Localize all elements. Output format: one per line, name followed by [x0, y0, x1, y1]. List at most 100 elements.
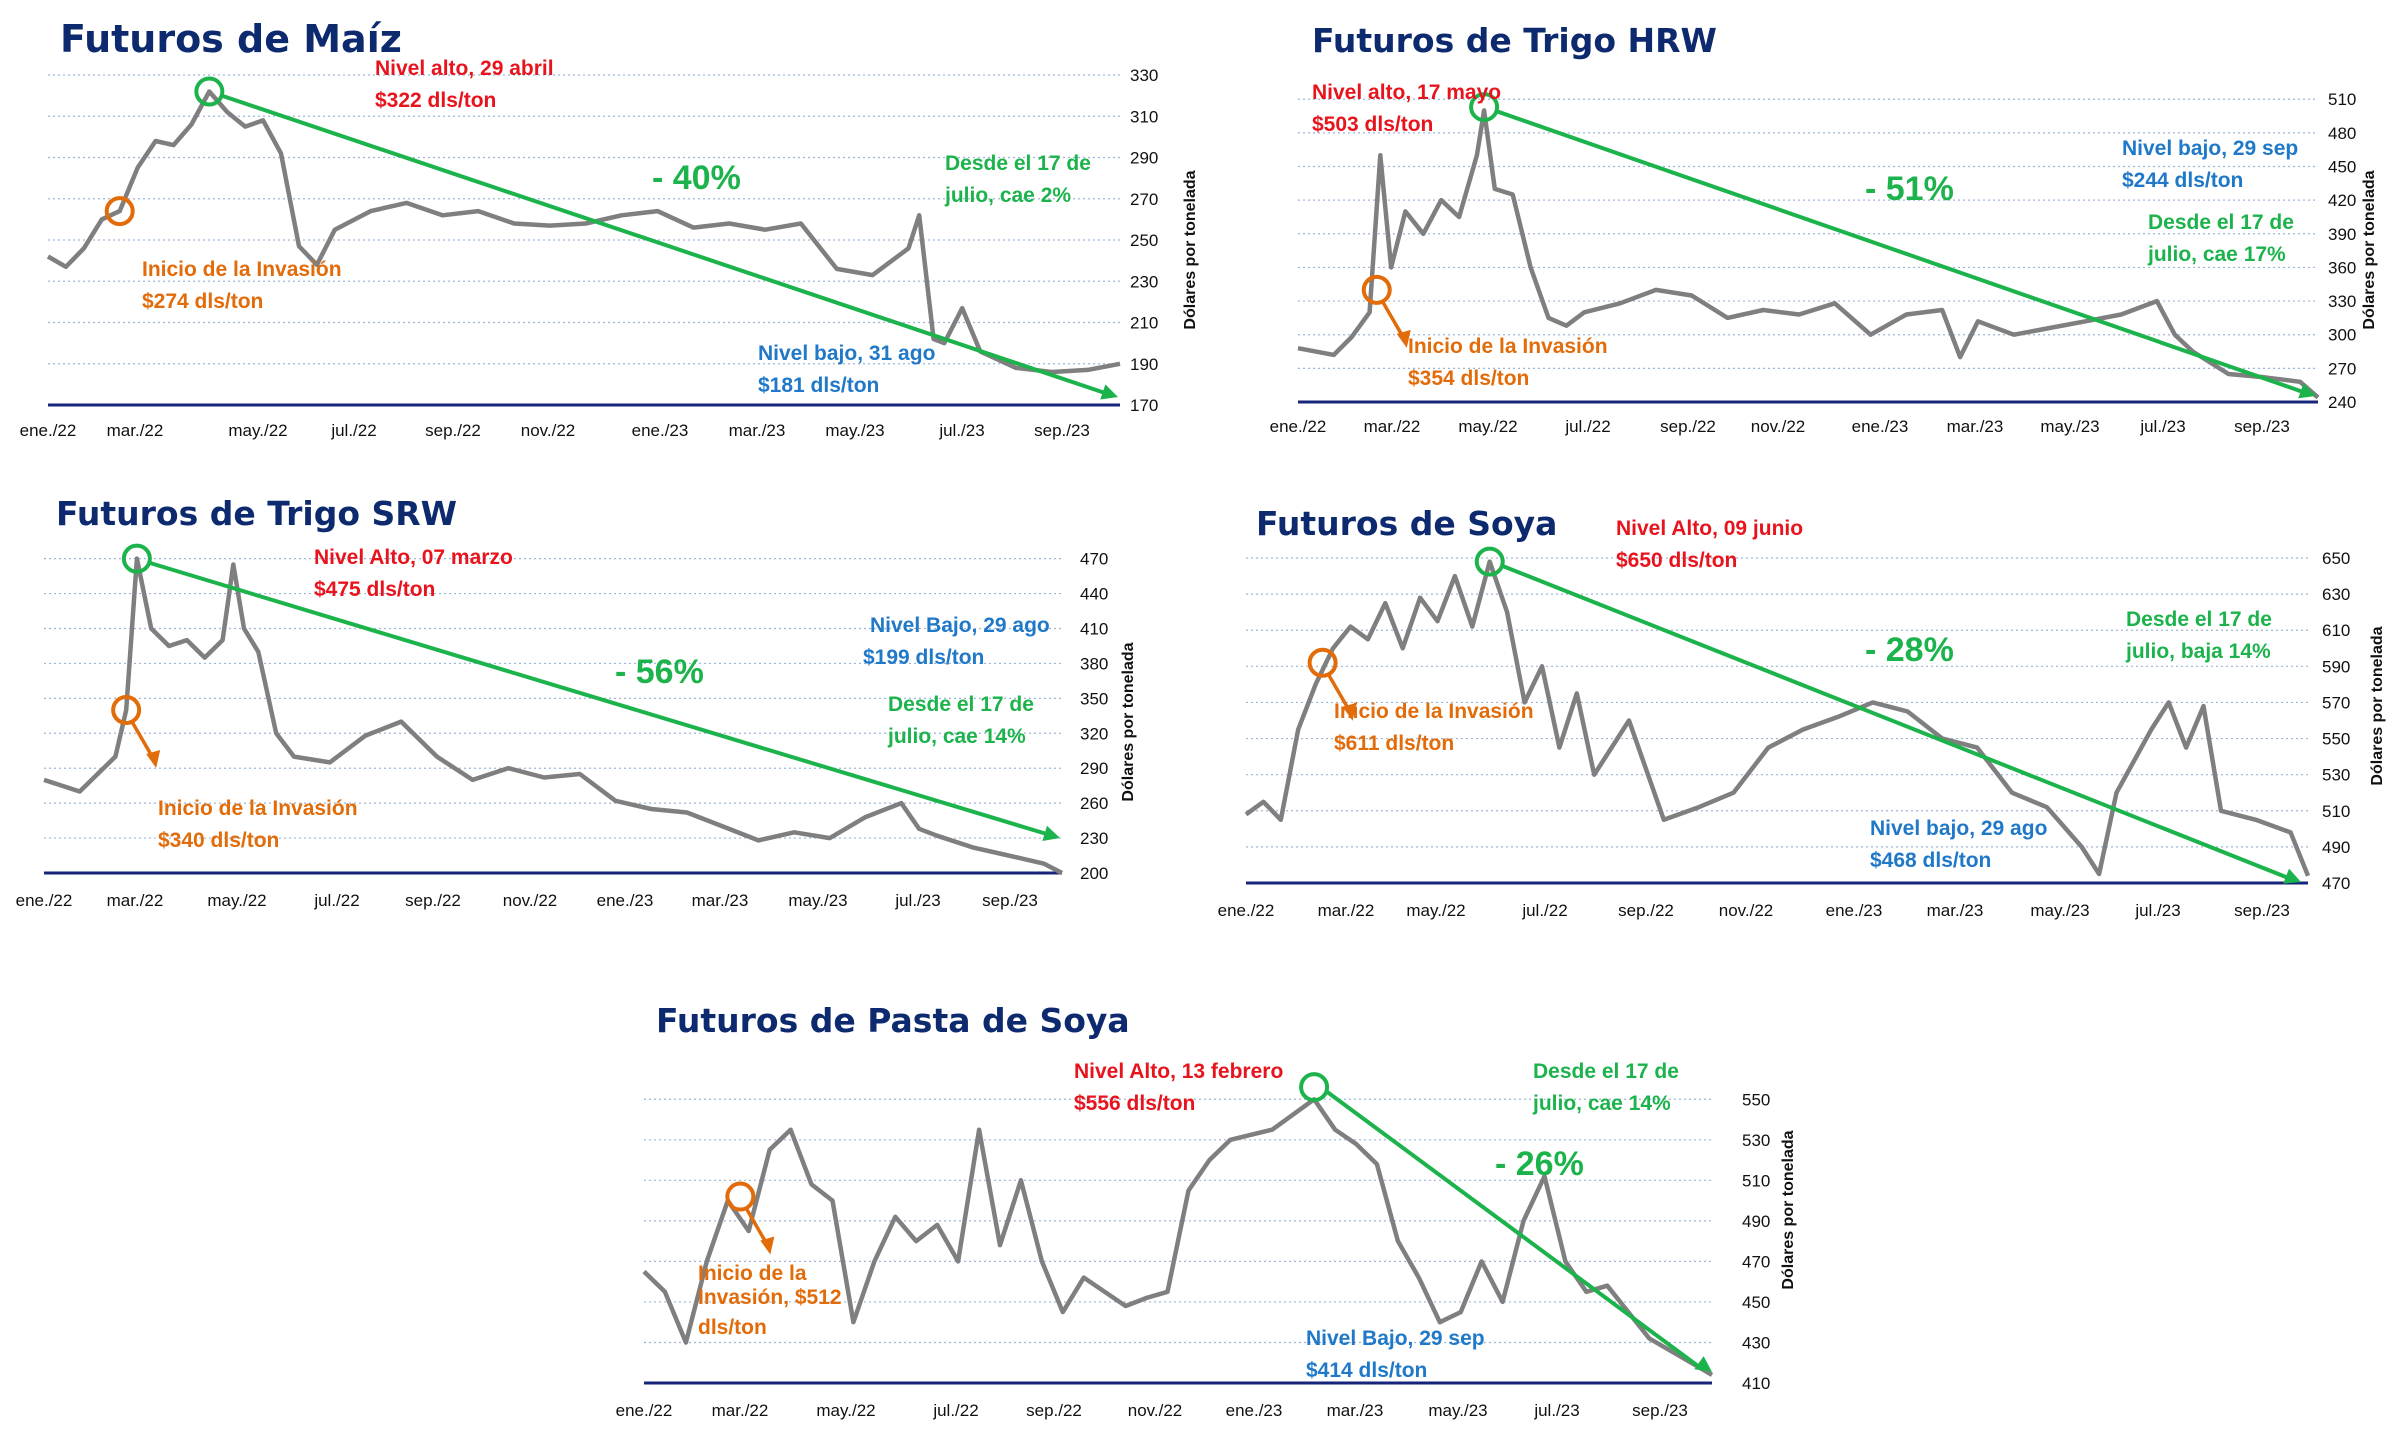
x-tick-label: may./23 — [1428, 1401, 1487, 1420]
price-line — [1244, 559, 2311, 877]
invasion-value: $611 dls/ton — [1334, 732, 1454, 755]
x-tick-label: mar./23 — [1927, 901, 1984, 920]
low-label: Nivel Bajo, 29 sep — [1306, 1327, 1485, 1350]
x-tick-label: mar./22 — [712, 1401, 769, 1420]
y-axis-label: Dólares por tonelada — [2369, 626, 2386, 785]
invasion-value: $354 dls/ton — [1408, 367, 1529, 390]
x-tick-label: may./22 — [816, 1401, 875, 1420]
y-tick-label: 420 — [2328, 191, 2356, 210]
trend-line — [220, 93, 1109, 396]
high-marker — [1299, 1072, 1330, 1103]
chart-trigo-srw: Futuros de Trigo SRW 2002302602903203503… — [16, 494, 1137, 910]
y-tick-label: 350 — [1080, 689, 1108, 708]
trend-line — [1495, 109, 2307, 395]
x-tick-label: jul./23 — [938, 421, 984, 440]
chart-title: Futuros de Soya — [1256, 504, 1557, 543]
x-tick-label: mar./22 — [1318, 901, 1375, 920]
x-tick-label: may./22 — [207, 891, 266, 910]
invasion-label-line2: Invasión, $512 — [698, 1286, 842, 1309]
low-value: $468 dls/ton — [1870, 849, 1991, 872]
chart-maiz: Futuros de Maíz 170190210230250270290310… — [20, 17, 1199, 440]
x-tick-label: sep./22 — [1618, 901, 1674, 920]
invasion-arrowhead — [1396, 329, 1411, 348]
since-july-line2: julio, cae 14% — [1532, 1092, 1671, 1115]
invasion-label: Inicio de la Invasión — [1408, 335, 1608, 358]
chart-pasta-soya: Futuros de Pasta de Soya 410430450470490… — [616, 1001, 1797, 1420]
x-tick-label: may./23 — [2040, 417, 2099, 436]
price-line — [43, 556, 1064, 875]
y-tick-label: 440 — [1080, 585, 1108, 604]
low-value: $414 dls/ton — [1306, 1359, 1427, 1382]
low-label: Nivel bajo, 29 ago — [1870, 817, 2047, 840]
high-label: Nivel alto, 29 abril — [375, 57, 554, 80]
y-tick-label: 170 — [1130, 396, 1158, 415]
since-july-line1: Desde el 17 de — [2126, 608, 2272, 631]
x-tick-label: may./23 — [825, 421, 884, 440]
high-label: Nivel Alto, 13 febrero — [1074, 1060, 1283, 1083]
y-tick-label: 330 — [2328, 292, 2356, 311]
y-tick-label: 330 — [1130, 66, 1158, 85]
y-tick-label: 190 — [1130, 355, 1158, 374]
price-line — [1297, 108, 2320, 400]
x-tick-label: sep./23 — [1632, 1401, 1688, 1420]
y-tick-label: 610 — [2322, 621, 2350, 640]
low-value: $181 dls/ton — [758, 374, 879, 397]
y-tick-label: 230 — [1080, 829, 1108, 848]
since-july-line1: Desde el 17 de — [1533, 1060, 1679, 1083]
y-tick-label: 360 — [2328, 258, 2356, 277]
x-tick-label: mar./23 — [1327, 1401, 1384, 1420]
y-tick-label: 200 — [1080, 864, 1108, 883]
high-value: $503 dls/ton — [1312, 113, 1433, 136]
x-tick-label: jul./22 — [313, 891, 359, 910]
invasion-arrowhead — [1342, 702, 1357, 721]
since-july-line1: Desde el 17 de — [2148, 211, 2294, 234]
y-tick-label: 270 — [1130, 190, 1158, 209]
y-tick-label: 320 — [1080, 724, 1108, 743]
y-tick-label: 300 — [2328, 326, 2356, 345]
x-tick-label: jul./22 — [330, 421, 376, 440]
high-value: $322 dls/ton — [375, 89, 496, 112]
high-label: Nivel alto, 17 mayo — [1312, 81, 1501, 104]
x-tick-label: jul./22 — [932, 1401, 978, 1420]
y-tick-label: 550 — [1742, 1090, 1770, 1109]
x-tick-label: may./22 — [1406, 901, 1465, 920]
invasion-marker — [111, 695, 142, 725]
since-july-line1: Desde el 17 de — [945, 152, 1091, 175]
x-tick-label: nov./22 — [503, 891, 558, 910]
y-axis-label: Dólares por tonelada — [1120, 642, 1137, 801]
x-tick-label: nov./22 — [1128, 1401, 1183, 1420]
invasion-marker — [1307, 647, 1338, 678]
since-july-line1: Desde el 17 de — [888, 693, 1034, 716]
chart-title: Futuros de Trigo HRW — [1312, 21, 1717, 60]
y-tick-label: 450 — [1742, 1293, 1770, 1312]
invasion-label: Inicio de la Invasión — [158, 797, 358, 820]
x-tick-label: ene./22 — [1218, 901, 1275, 920]
y-tick-label: 290 — [1130, 149, 1158, 168]
trend-arrowhead — [2298, 383, 2316, 399]
x-tick-label: sep./23 — [2234, 901, 2290, 920]
x-tick-label: ene./23 — [1852, 417, 1909, 436]
x-tick-label: ene./22 — [16, 891, 73, 910]
y-tick-label: 470 — [1080, 550, 1108, 569]
invasion-label: Inicio de la Invasión — [1334, 700, 1534, 723]
high-marker — [1469, 92, 1500, 123]
y-tick-label: 480 — [2328, 124, 2356, 143]
invasion-label-line1: Inicio de la — [698, 1262, 807, 1285]
change-percent: - 40% — [652, 159, 741, 197]
high-value: $650 dls/ton — [1616, 549, 1737, 572]
high-marker — [121, 543, 152, 574]
y-axis-label: Dólares por tonelada — [2361, 170, 2378, 329]
x-tick-label: may./23 — [788, 891, 847, 910]
y-tick-label: 590 — [2322, 657, 2350, 676]
y-tick-label: 430 — [1742, 1333, 1770, 1352]
y-tick-label: 230 — [1130, 272, 1158, 291]
x-tick-label: jul./22 — [1521, 901, 1567, 920]
x-tick-label: ene./22 — [1270, 417, 1327, 436]
change-percent: - 28% — [1865, 631, 1954, 669]
x-tick-label: mar./22 — [107, 421, 164, 440]
low-label: Nivel Bajo, 29 ago — [870, 614, 1050, 637]
x-tick-label: may./22 — [228, 421, 287, 440]
x-tick-label: nov./22 — [1751, 417, 1806, 436]
x-tick-label: jul./23 — [2139, 417, 2185, 436]
